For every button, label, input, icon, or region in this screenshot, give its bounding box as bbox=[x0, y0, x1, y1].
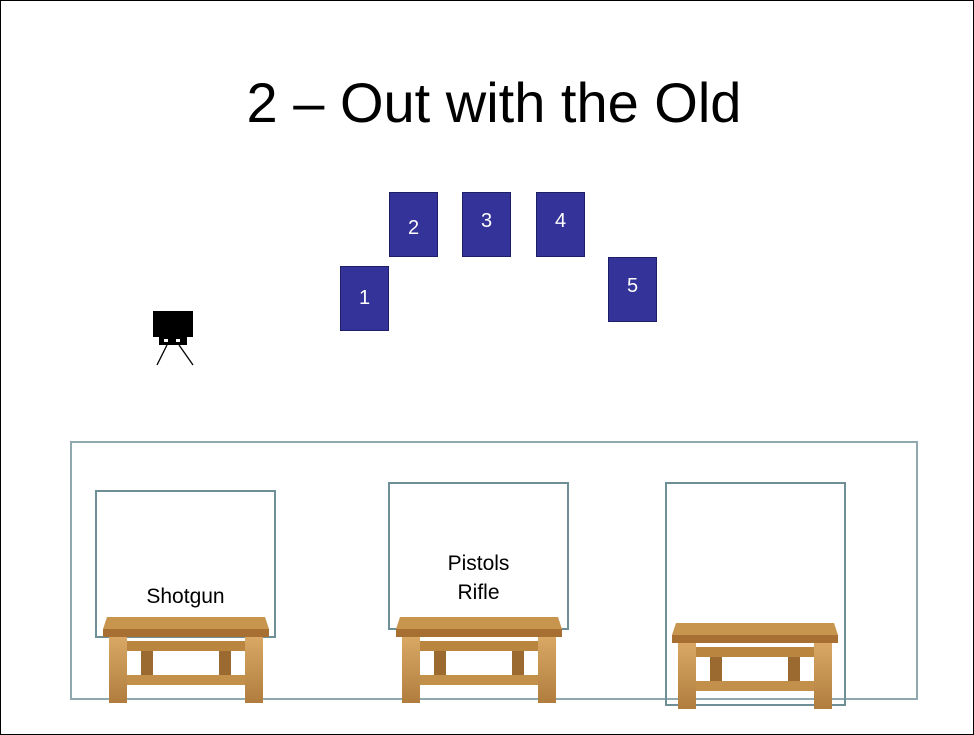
station-label: Shotgun bbox=[97, 582, 274, 611]
wooden-table-icon bbox=[394, 613, 564, 705]
target-2: 2 bbox=[389, 192, 438, 257]
slide-title: 2 – Out with the Old bbox=[1, 71, 974, 135]
station-label-line2: Rifle bbox=[390, 578, 567, 607]
wooden-table-icon bbox=[670, 619, 840, 711]
target-1: 1 bbox=[340, 266, 389, 331]
target-label: 5 bbox=[627, 275, 638, 298]
target-4: 4 bbox=[536, 192, 585, 257]
target-3: 3 bbox=[462, 192, 511, 257]
target-label: 4 bbox=[555, 210, 566, 233]
target-5: 5 bbox=[608, 257, 657, 322]
station-label-line1: Pistols bbox=[390, 549, 567, 578]
camera-tripod-icon bbox=[151, 311, 197, 367]
wooden-table-icon bbox=[101, 613, 271, 705]
target-label: 2 bbox=[408, 217, 419, 240]
target-label: 1 bbox=[359, 287, 370, 310]
station-pistols-rifle: Pistols Rifle bbox=[388, 482, 569, 630]
target-label: 3 bbox=[481, 210, 492, 233]
